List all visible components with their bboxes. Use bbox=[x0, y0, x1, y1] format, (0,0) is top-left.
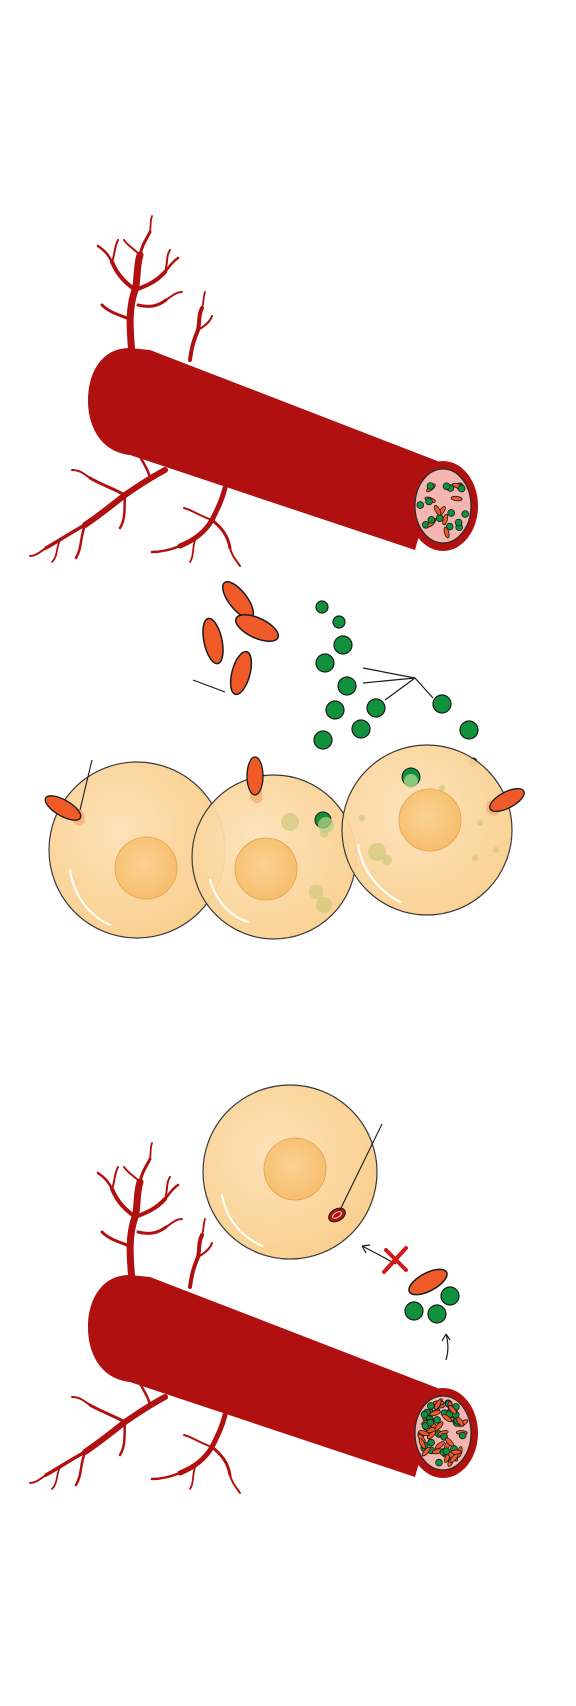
lumen-ellipse-particle bbox=[443, 526, 450, 539]
lumen-round-particle bbox=[435, 1458, 443, 1467]
lumen-ellipse-particle bbox=[418, 1430, 430, 1437]
lumen-round-particle bbox=[425, 497, 433, 506]
vessel-tube bbox=[88, 348, 440, 550]
released-particles-top bbox=[192, 581, 479, 767]
lumen-round-particle bbox=[416, 501, 425, 509]
cell-layer bbox=[44, 744, 525, 940]
lumen-ellipse-particle bbox=[441, 1413, 452, 1423]
lumen-ellipse-particle bbox=[434, 1421, 444, 1431]
lumen-ellipse-particle bbox=[433, 504, 442, 516]
lumen-round-particle bbox=[442, 1447, 451, 1456]
lumen-round-particle bbox=[445, 522, 454, 531]
receptor-middle bbox=[246, 756, 264, 804]
capillary-branches bbox=[29, 215, 241, 567]
lumen-round-particle bbox=[427, 515, 436, 524]
vessel-tube bbox=[88, 1275, 440, 1477]
round-particles bbox=[313, 600, 479, 767]
lumen-ellipse-particle bbox=[434, 1441, 445, 1450]
lumen-ellipse-particle bbox=[433, 1399, 442, 1410]
block-x-icon bbox=[382, 1246, 408, 1274]
pointer-lines bbox=[362, 667, 434, 701]
ellipse-particle-leader-line bbox=[192, 679, 226, 693]
lumen-ellipse-particle bbox=[448, 1404, 457, 1415]
lumen-round-particle bbox=[442, 482, 451, 491]
single-cell bbox=[202, 1084, 383, 1260]
lumen-particles-bottom bbox=[417, 1398, 469, 1467]
lumen-ellipse-particle bbox=[445, 1437, 454, 1447]
capillary-branches bbox=[29, 1142, 241, 1494]
blood-vessel-bottom bbox=[29, 1142, 478, 1494]
ellipse-particles bbox=[202, 581, 280, 696]
lipid-droplets bbox=[359, 785, 499, 865]
lumen-ellipse-particle bbox=[449, 1453, 459, 1463]
lipid-droplets bbox=[281, 813, 332, 913]
receptor-right bbox=[486, 787, 525, 816]
lumen-ellipse-particle bbox=[426, 1430, 437, 1440]
green-particles-at-cells bbox=[314, 767, 421, 833]
cell-right bbox=[341, 744, 513, 916]
lumen-round-particle bbox=[457, 484, 466, 493]
lumen-round-particle bbox=[435, 514, 444, 522]
lumen-round-particle bbox=[458, 1431, 467, 1440]
defective-receptor bbox=[328, 1123, 383, 1223]
lumen-round-particle bbox=[426, 482, 435, 490]
lumen-round-particle bbox=[461, 510, 470, 518]
lumen-ellipse-particle bbox=[418, 1438, 426, 1450]
cell-left bbox=[48, 761, 226, 939]
lumen-round-particle bbox=[427, 1438, 435, 1447]
receptor-left bbox=[44, 759, 93, 826]
lumen-round-particle bbox=[420, 1410, 429, 1419]
lumen-ellipse-particle bbox=[421, 1446, 431, 1457]
cell-middle bbox=[191, 774, 357, 940]
released-particles-bottom bbox=[404, 1268, 460, 1361]
blood-vessel-top bbox=[29, 215, 478, 567]
lumen-round-particle bbox=[426, 1418, 435, 1427]
lumen-ellipse-particle bbox=[450, 495, 463, 502]
lumen-round-particle bbox=[433, 1416, 441, 1424]
lumen-round-particle bbox=[454, 518, 463, 527]
blocked-uptake bbox=[361, 1244, 408, 1274]
lumen-particles-top bbox=[416, 482, 470, 539]
lumen-round-particle bbox=[447, 509, 456, 517]
arrow-up-icon bbox=[441, 1333, 451, 1361]
receptors bbox=[44, 756, 525, 826]
